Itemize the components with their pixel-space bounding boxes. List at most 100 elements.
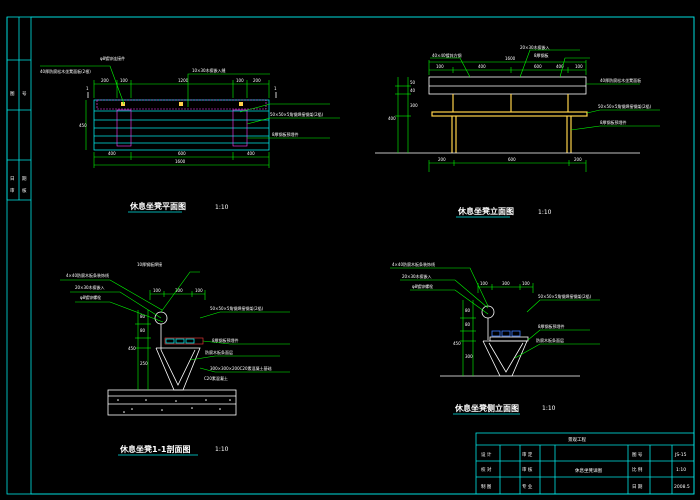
side-note-4: 8厚钢板预埋件	[538, 323, 565, 329]
sec-note-0: 4×40防腐木板条装饰线	[66, 272, 109, 278]
tb-row2-val: 2008.5	[674, 484, 690, 490]
side-note-0: 4×40防腐木板条装饰线	[392, 261, 435, 267]
tb-row1-key: 比 例	[632, 466, 643, 473]
drawing-frame: 图 号 日 期 审 核	[6, 16, 695, 495]
section-cut-marks: 1 1	[86, 86, 277, 98]
side-view-title: 休息坐凳侧立面图	[454, 403, 519, 413]
plan-note-4: 8厚钢板预埋件	[272, 131, 299, 137]
section-view-title: 休息坐凳1-1剖面图	[119, 444, 190, 454]
tb-row1-label: 校 对	[481, 466, 492, 473]
plan-dim-left-0: 450	[79, 123, 87, 128]
front-dim-bottom-0: 200	[438, 157, 446, 162]
title-block: 景观工程 休息坐凳详图 设 计 审 定 图 号 JS-15 校 对 审 核 比 …	[475, 432, 695, 495]
front-view-title: 休息坐凳立面图	[457, 206, 514, 216]
sec-dim-left-2: 250	[140, 361, 148, 366]
plan-view-title: 休息坐凳平面图	[129, 201, 186, 211]
plan-dim-top-3: 100	[236, 78, 244, 83]
side-dim-left-3: 450	[453, 341, 461, 346]
plan-dim-bottom-1: 600	[178, 151, 186, 156]
sec-dim-top-0: 100	[153, 288, 161, 293]
front-note-5: 8厚钢板预埋件	[600, 119, 627, 125]
plan-dim-top-4: 200	[253, 78, 261, 83]
front-note-0: 40×40镀锌方钢	[432, 52, 462, 58]
side-note-5: 防腐木板条面层	[536, 337, 564, 343]
tb-row2-key: 日 期	[632, 484, 643, 490]
side-dim-top-1: 300	[502, 281, 510, 286]
tb-drawing-name: 休息坐凳详图	[575, 467, 602, 474]
side-margin-4: 审	[10, 187, 15, 194]
plan-dim-bottom-0: 400	[108, 151, 116, 156]
front-dim-bottom-1: 600	[508, 157, 516, 162]
side-note-3: 50×50×5角钢焊接钢架(2榀)	[538, 293, 592, 299]
section-mark-b: 1	[274, 86, 277, 91]
side-note-1: 20×30木楔嵌入	[402, 273, 432, 279]
plan-note-3: 50×50×5角钢焊接钢架(2榀)	[270, 111, 324, 117]
sec-note-2: 20×30木楔嵌入	[75, 284, 105, 290]
side-dim-left-1: 80	[465, 322, 471, 327]
front-dim-top-1: 400	[478, 64, 486, 69]
sec-note-6: 防腐木板条面层	[205, 349, 233, 355]
plan-dim-top-2: 1200	[178, 78, 189, 83]
side-elevation: 100 300 100 80 80 300 450 4×40防腐木板条装饰线 2…	[390, 261, 600, 415]
tb-row2-label: 制 图	[481, 483, 492, 490]
tb-row2-role: 专 业	[522, 483, 533, 490]
front-dim-top-4: 100	[575, 64, 583, 69]
side-view-scale: 1:10	[542, 405, 556, 412]
tb-row0-label: 设 计	[481, 451, 492, 458]
sec-note-1: 10厚钢板焊接	[137, 261, 162, 267]
plan-note-1: 10×30木楔嵌入缝	[192, 67, 226, 73]
tb-row0-key: 图 号	[632, 452, 643, 458]
plan-bolt-left	[121, 102, 125, 106]
tb-row1-role: 审 核	[522, 466, 533, 473]
plan-bolt-right	[239, 102, 243, 106]
plan-dim-overall: 1600	[175, 159, 186, 164]
plan-note-0: 40厚防腐松木坐凳面板(2根)	[40, 68, 91, 74]
tb-row1-val: 1:10	[676, 467, 686, 473]
front-dim-top-3: 400	[556, 64, 564, 69]
front-dim-overall: 1600	[505, 56, 516, 61]
front-note-2: 8厚钢板	[534, 52, 549, 58]
front-note-1: 20×30木楔嵌入	[520, 44, 550, 50]
plan-note-2: φ8镀锌连接件	[100, 55, 125, 61]
side-margin-0: 图	[10, 91, 15, 97]
side-dim-left-2: 300	[465, 354, 473, 359]
front-dim-left-0: 50	[410, 80, 416, 85]
side-margin-5: 核	[22, 187, 27, 194]
front-dim-bottom-2: 200	[574, 157, 582, 162]
plan-view-scale: 1:10	[215, 204, 229, 211]
sec-note-8: 300×300×200C20素混凝土基础	[210, 365, 272, 371]
front-dim-top-2: 600	[534, 64, 542, 69]
sec-dim-left-3: 450	[128, 346, 136, 351]
front-note-3: 40厚防腐松木坐凳面板	[600, 77, 641, 83]
tb-project: 景观工程	[568, 436, 586, 443]
side-margin-2: 日	[10, 176, 15, 182]
front-view-scale: 1:10	[538, 209, 552, 216]
section-mark-a: 1	[86, 86, 89, 91]
plan-view: 200 100 1200 100 200 400 600 400 1600 45…	[40, 55, 340, 213]
front-note-4: 50×50×5角钢焊接钢架(2榀)	[598, 103, 652, 109]
sec-dim-top-2: 100	[195, 288, 203, 293]
plan-bolt-mid	[179, 102, 183, 106]
sec-dim-top-1: 300	[175, 288, 183, 293]
section-view: 100 300 100 80 80 250 450 4×40防腐木板条装饰线 1…	[60, 261, 290, 456]
front-dim-top-0: 100	[436, 64, 444, 69]
side-margin-1: 号	[22, 91, 27, 97]
side-dim-left-0: 80	[465, 308, 471, 313]
tb-row0-role: 审 定	[522, 451, 533, 458]
sec-note-5: 8厚钢板预埋件	[212, 337, 239, 343]
side-margin-3: 期	[22, 176, 27, 182]
sec-note-4: 50×50×5角钢焊接钢架(2榀)	[210, 305, 264, 311]
sec-note-3: φ8镀锌螺栓	[80, 294, 101, 300]
side-dim-top-2: 100	[522, 281, 530, 286]
section-hatch	[117, 399, 231, 413]
plan-dim-top-0: 200	[101, 78, 109, 83]
sec-dim-left-1: 80	[140, 328, 146, 333]
sec-note-7: C20素混凝土	[204, 375, 228, 381]
side-note-2: φ8镀锌螺栓	[412, 283, 433, 289]
plan-dim-top-1: 100	[120, 78, 128, 83]
side-dim-top-0: 100	[480, 281, 488, 286]
front-dim-left-2: 300	[410, 103, 418, 108]
plan-dim-bottom-2: 400	[247, 151, 255, 156]
front-dim-left-3: 400	[388, 116, 396, 121]
